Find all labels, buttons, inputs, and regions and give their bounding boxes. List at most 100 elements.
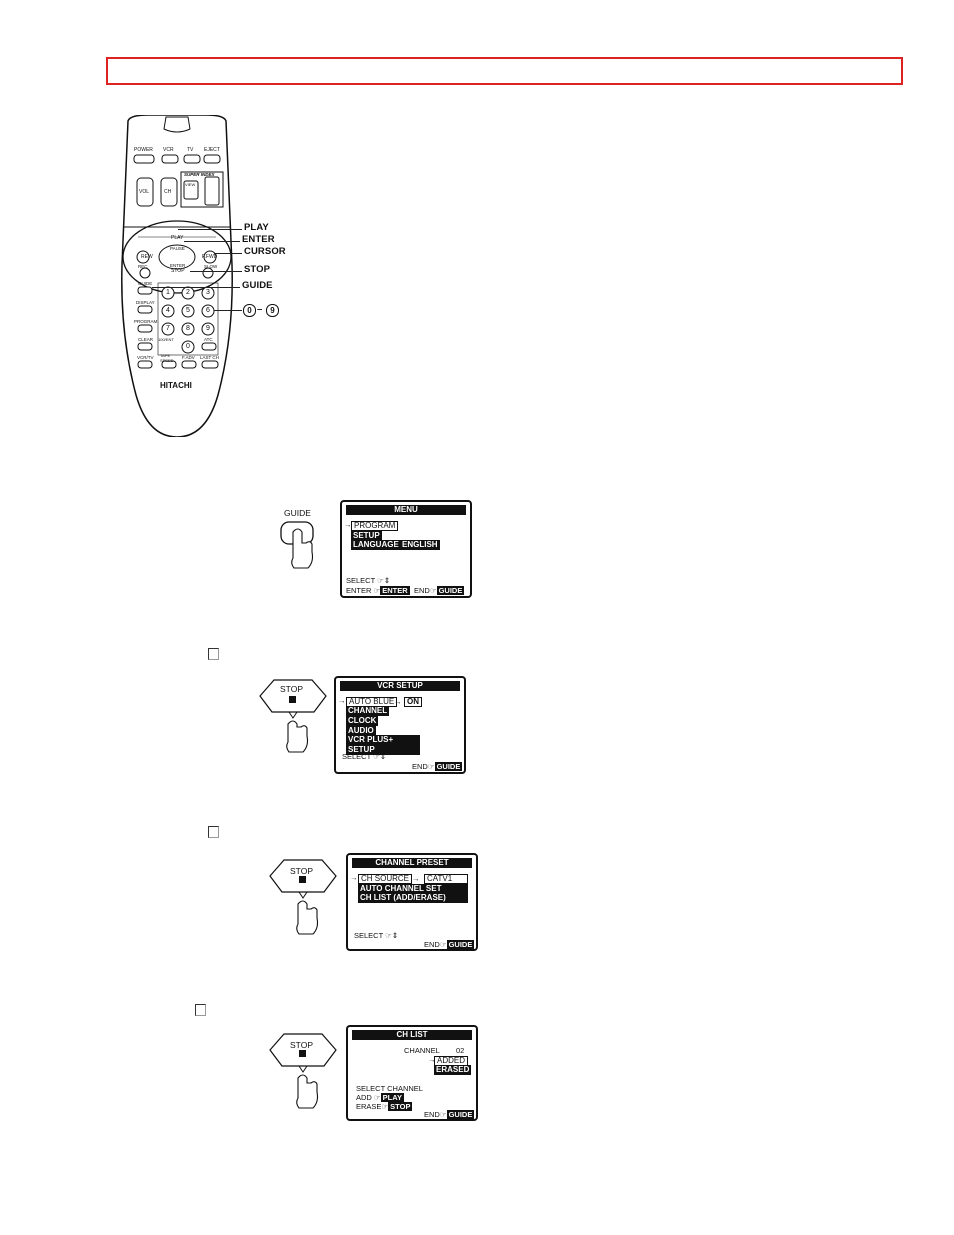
select-hint: SELECT ☞⇕ <box>346 576 391 585</box>
stop-button-label-3: STOP <box>290 1040 313 1050</box>
callout-stop: STOP <box>244 264 271 275</box>
enter-leader-line <box>184 241 240 242</box>
end-hint: END☞GUIDE <box>424 1110 475 1119</box>
remote-vcr-label: VCR <box>163 147 174 153</box>
step-checkbox-3 <box>195 1004 206 1016</box>
preset-item-ch-source: CH SOURCE <box>358 874 413 884</box>
hand-press-icon <box>280 521 314 569</box>
stop-button-illustration-3: STOP <box>268 1032 338 1112</box>
remote-stop-label: STOP <box>171 268 185 274</box>
erase-hint-label: ERASE <box>356 1102 382 1111</box>
add-hint-label: ADD <box>356 1093 372 1102</box>
remote-rew-label: REW <box>141 254 153 260</box>
channel-preset-screen: CHANNEL PRESET → CH SOURCE → CATV1 AUTO … <box>346 853 478 951</box>
ch-list-channel-value: 02 <box>456 1046 465 1055</box>
digits-leader-line <box>214 310 242 311</box>
arrow-icon: → <box>428 1055 436 1064</box>
remote-100ent-label: 100/ENT <box>158 337 174 342</box>
vcr-auto-blue-value: ON <box>404 697 422 707</box>
remote-body-drawing <box>121 114 233 438</box>
remote-digit-2: 2 <box>186 289 190 296</box>
channel-preset-title: CHANNEL PRESET <box>352 858 472 868</box>
ch-list-erased: ERASED <box>434 1065 472 1075</box>
cursor-arrow-icon: → <box>350 873 358 882</box>
select-label: SELECT <box>346 576 376 585</box>
callout-digit-sep: – <box>257 304 263 315</box>
vcr-item-vcrplus: VCR PLUS+ SETUP <box>346 735 420 755</box>
guide-leader-line <box>152 287 240 288</box>
stop-hand-icon <box>269 1033 337 1109</box>
remote-digit-3: 3 <box>206 289 210 296</box>
end-hint-label: END <box>412 762 428 771</box>
remote-display-label: DISPLAY <box>136 300 155 305</box>
guide-button-illustration: GUIDE <box>278 508 318 573</box>
remote-ch-label: CH <box>164 189 172 195</box>
menu-language-value: ENGLISH <box>400 540 440 550</box>
select-label: SELECT <box>354 931 384 940</box>
vcr-item-clock: CLOCK <box>346 716 379 726</box>
remote-atc-label: ATC <box>204 337 213 342</box>
remote-brand-logo: HITACHI <box>160 381 192 390</box>
remote-fadv-label: F.ADV <box>182 355 195 360</box>
menu-item-language: LANGUAGE <box>351 540 401 550</box>
cursor-leader-line <box>214 253 242 254</box>
select-label: SELECT <box>342 752 372 761</box>
callout-enter: ENTER <box>242 234 275 245</box>
end-hint-tag: GUIDE <box>436 586 465 595</box>
remote-pause-label: PAUSE <box>170 246 185 251</box>
guide-button-label: GUIDE <box>284 508 311 518</box>
add-hint: ADD ☞PLAY <box>356 1093 404 1102</box>
end-hint-label: END <box>424 940 440 949</box>
remote-ffwd-label: F.FWD <box>202 254 218 260</box>
enter-hint: ENTER ☞ENTER <box>346 586 410 595</box>
remote-program-label: PROGRAM <box>134 319 158 324</box>
stop-button-label-2: STOP <box>290 866 313 876</box>
callout-cursor: CURSOR <box>244 246 286 257</box>
remote-digit-5: 5 <box>186 307 190 314</box>
menu-item-setup: SETUP <box>351 531 382 541</box>
stop-button-illustration-2: STOP <box>268 858 338 938</box>
stop-hand-icon <box>269 859 337 935</box>
remote-digit-0: 0 <box>186 343 190 350</box>
header-box <box>106 57 903 85</box>
callout-digit-0: 0 <box>243 304 256 317</box>
erase-hint: ERASE☞STOP <box>356 1102 413 1111</box>
remote-tv-label: TV <box>187 147 194 153</box>
step-checkbox-1 <box>208 648 219 660</box>
preset-source-value: CATV1 <box>424 874 468 884</box>
ch-list-screen: CH LIST CHANNEL 02 → ADDED ERASED SELECT… <box>346 1025 478 1121</box>
preset-item-ch-list: CH LIST (ADD/ERASE) <box>358 893 468 903</box>
arrow-icon: → <box>393 540 401 549</box>
remote-guide-label: GUIDE <box>138 281 153 286</box>
end-hint-label: END <box>414 586 430 595</box>
erase-hint-tag: STOP <box>388 1102 413 1111</box>
arrow-icon: → <box>394 697 402 706</box>
play-leader-line <box>178 229 242 230</box>
remote-clear-label: CLEAR <box>138 337 154 342</box>
remote-power-label: POWER <box>134 147 153 153</box>
remote-digit-7: 7 <box>166 325 170 332</box>
select-hint: SELECT ☞⇕ <box>354 931 399 940</box>
vcr-item-audio: AUDIO <box>346 726 376 736</box>
menu-screen: MENU → PROGRAM SETUP LANGUAGE → ENGLISH … <box>340 500 472 598</box>
ch-list-channel-label: CHANNEL <box>404 1046 440 1055</box>
remote-enter-label: ENTER <box>170 263 186 268</box>
remote-vol-label: VOL <box>139 189 150 195</box>
add-hint-tag: PLAY <box>380 1093 404 1102</box>
ch-list-select-channel: SELECT CHANNEL <box>356 1084 423 1093</box>
remote-digit-8: 8 <box>186 325 190 332</box>
remote-super-index-label: SUPER INDEX <box>184 172 215 177</box>
remote-play-label: PLAY <box>171 235 184 241</box>
remote-digit-4: 4 <box>166 307 170 314</box>
stop-button-label-1: STOP <box>280 684 303 694</box>
end-hint-tag: GUIDE <box>446 940 475 949</box>
remote-control: POWER VCR TV EJECT SUPER INDEX VOL CH VI… <box>118 114 236 438</box>
ch-list-title: CH LIST <box>352 1030 472 1040</box>
remote-view-label: VIEW <box>185 182 196 187</box>
remote-lastch-label: LAST CH <box>200 355 219 360</box>
vcr-item-channel: CHANNEL <box>346 706 390 716</box>
menu-screen-title: MENU <box>346 505 466 515</box>
preset-item-auto-channel-set: AUTO CHANNEL SET <box>358 884 468 894</box>
remote-rec-label: REC <box>138 264 148 269</box>
cursor-arrow-icon: → <box>344 520 352 529</box>
